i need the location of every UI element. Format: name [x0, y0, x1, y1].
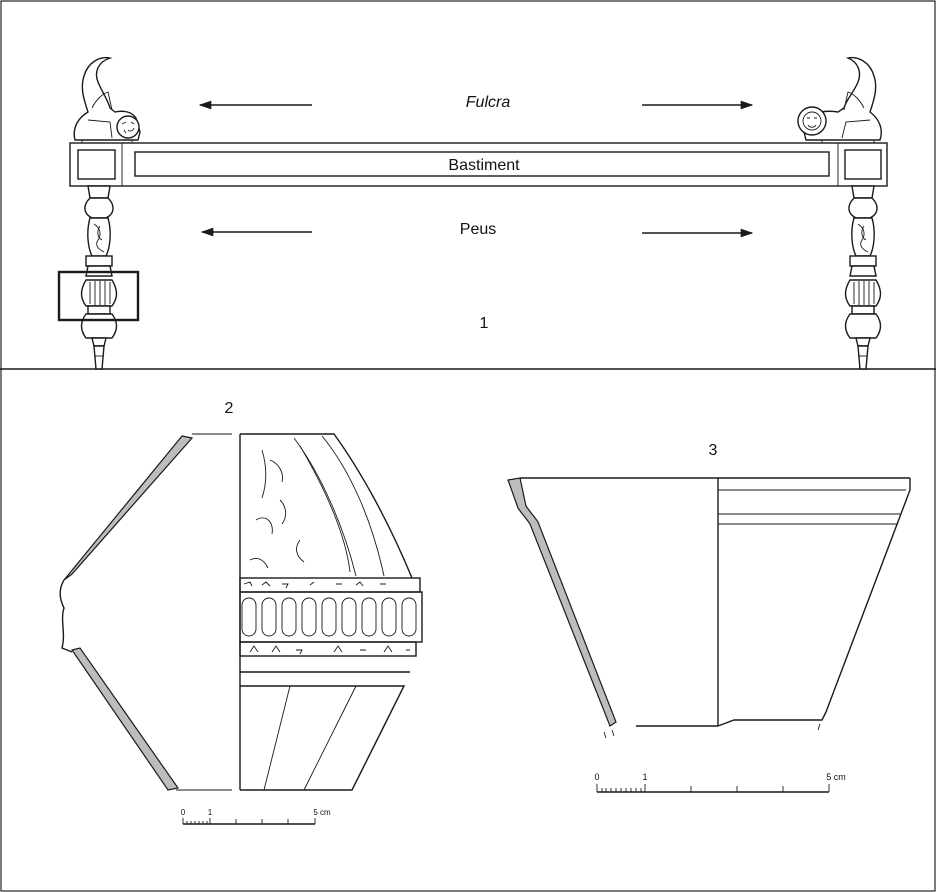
label-figure-1: 1 — [480, 315, 489, 332]
scale-3-tick-5cm: 5 cm — [826, 772, 846, 782]
scale-bar-3: 0 1 5 cm — [594, 772, 846, 793]
label-figure-2: 2 — [225, 400, 234, 417]
fragment-2-section-lower — [71, 647, 180, 791]
scale-3-tick-1: 1 — [642, 772, 647, 782]
label-bastiment: Bastiment — [448, 157, 520, 174]
label-peus: Peus — [460, 221, 496, 238]
fragment-3-drawing: 3 0 — [507, 442, 911, 793]
fulcrum-right — [797, 56, 882, 143]
scale-2-tick-1: 1 — [208, 808, 213, 817]
bed-frame-inner — [134, 151, 830, 177]
frame-block-left — [77, 149, 116, 180]
detail-highlight-box — [57, 270, 140, 322]
fulcrum-left — [73, 56, 141, 143]
fragment-3-section — [507, 477, 617, 727]
label-fulcra: Fulcra — [466, 94, 511, 111]
scale-3-tick-0: 0 — [594, 772, 599, 782]
frame-block-right — [844, 149, 882, 180]
scale-bar-2: 0 1 5 cm — [181, 808, 331, 825]
leg-left — [80, 185, 118, 370]
bed-frame-outer — [69, 142, 888, 187]
label-figure-3: 3 — [709, 442, 718, 459]
leg-right — [844, 185, 882, 370]
fragment-2-section — [63, 435, 194, 581]
scale-2-tick-5cm: 5 cm — [313, 808, 331, 817]
scale-2-tick-0: 0 — [181, 808, 186, 817]
fragment-2-drawing: 2 — [59, 400, 423, 825]
bed-drawing: Fulcra Bastiment Peus 1 — [0, 56, 936, 370]
